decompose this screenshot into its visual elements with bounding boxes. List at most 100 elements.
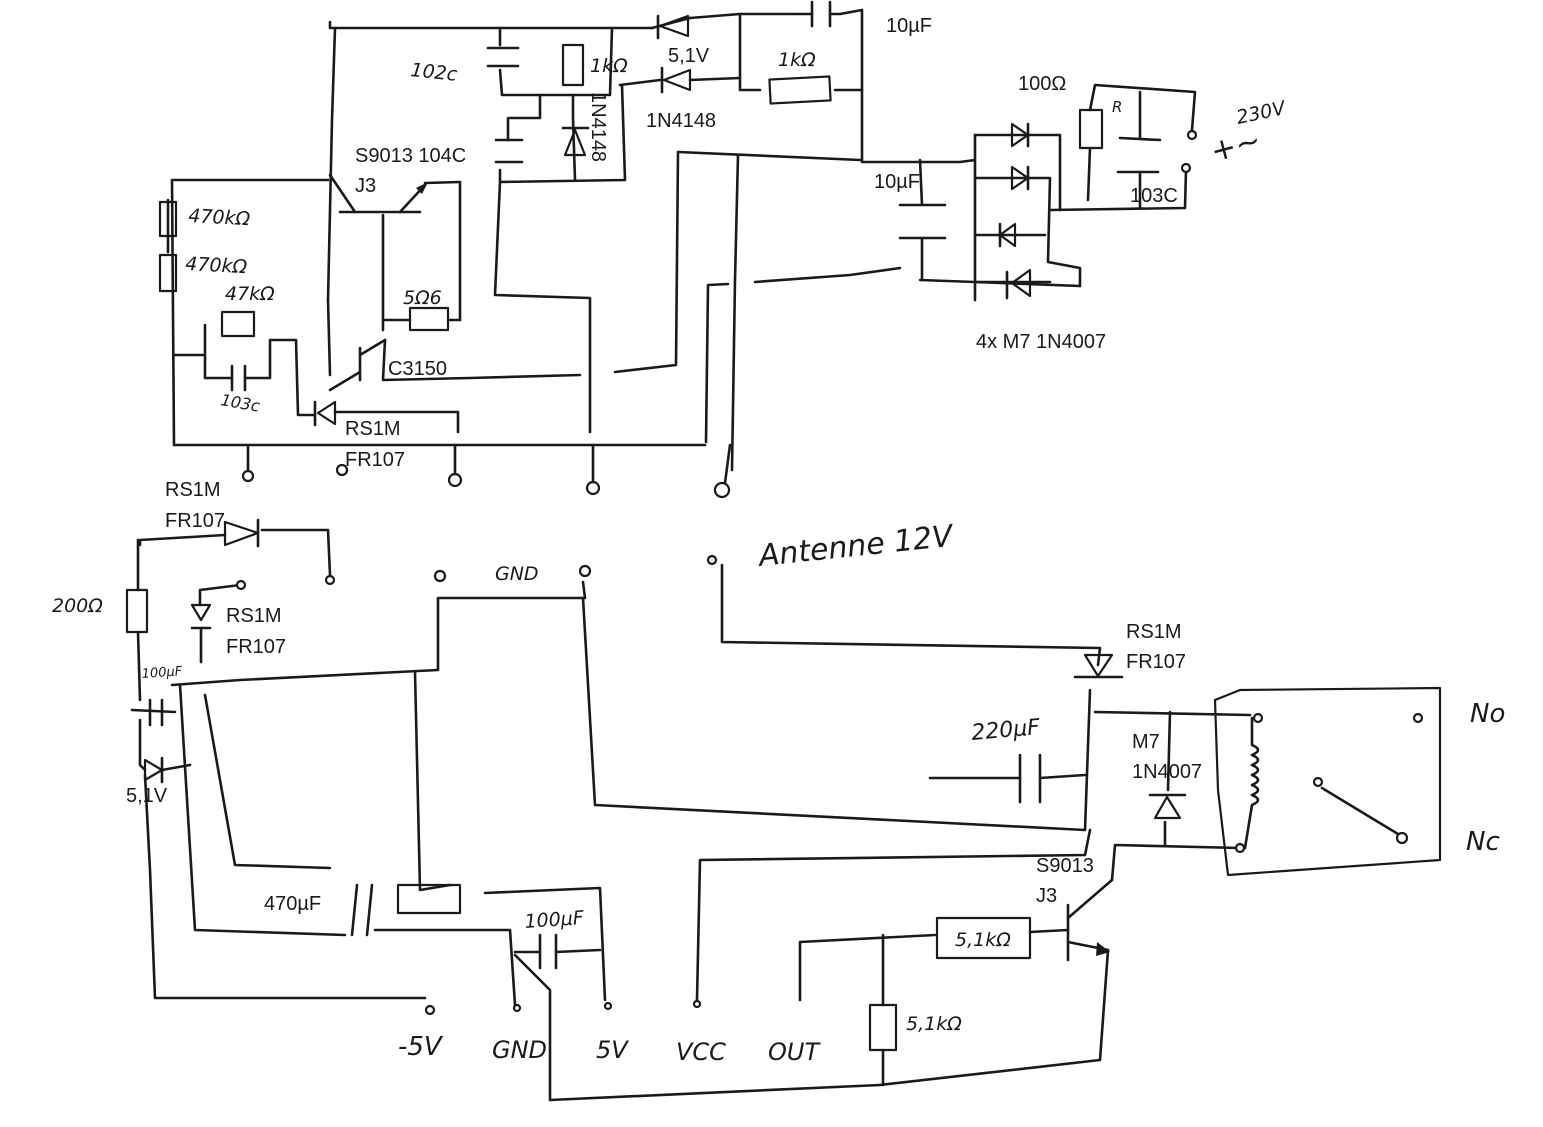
label-r-200: 200Ω <box>52 595 103 617</box>
pin-label-minus-5v: -5V <box>398 1032 444 1062</box>
wire-top-to-10uf <box>688 12 802 20</box>
label-c-103c-left: 103c <box>219 390 261 416</box>
wire-top-rail <box>328 20 654 30</box>
bridge-rectifier-1n4007 <box>973 122 1082 302</box>
wire-top-feed <box>170 580 587 687</box>
label-d-rs1m-d-2: FR107 <box>1126 651 1186 673</box>
label-c-100uf-left: 100µF <box>141 664 183 682</box>
transistor-s9013-q1 <box>328 173 462 214</box>
resistor-470k-b <box>158 253 178 293</box>
lower-pin-antenna <box>706 554 718 566</box>
relay-nc-contact <box>1395 831 1409 845</box>
pin-label-gnd: GND <box>492 1036 547 1064</box>
resistor-5k1-b <box>868 1003 898 1052</box>
capacitor-102c <box>486 46 520 68</box>
lower-pin-a <box>324 574 336 586</box>
label-c-220uf: 220µF <box>970 715 1041 746</box>
lower-circuit <box>125 518 1442 1102</box>
upper-circuit <box>158 0 1198 499</box>
resistor-1k-a <box>561 43 585 87</box>
label-d-rs1m-a-2: FR107 <box>345 449 405 471</box>
wire-1k-frame <box>738 12 762 92</box>
label-d-1n4148: 1N4148 <box>646 110 716 132</box>
label-mains-230v: 230V <box>1234 97 1289 129</box>
wire-relay-top <box>1093 710 1252 717</box>
label-r-5k1-a: 5,1kΩ <box>955 929 1011 951</box>
lower-pin-b <box>235 579 247 591</box>
diode-rs1m-a <box>223 518 260 548</box>
label-d-m7-1: M7 <box>1132 731 1160 753</box>
wire-220uf-r <box>1038 773 1087 780</box>
label-q1-type: S9013 104C <box>355 145 466 167</box>
wire-470-right <box>373 928 517 1007</box>
resistor-5k1-a <box>935 916 1032 960</box>
label-q3-type: S9013 <box>1036 855 1094 877</box>
upper-pin-1 <box>241 469 255 483</box>
wire-lower-rail <box>753 266 902 284</box>
capacitor-470uf <box>350 883 374 937</box>
labels: 10µF 102c 1kΩ 5,1V 1kΩ 1N4148 1N4148 100… <box>52 15 1505 1066</box>
wire-left-column-b <box>136 630 142 702</box>
wire-rs1m-right <box>260 528 332 577</box>
capacitor-small-a <box>494 138 524 164</box>
diode-rs1m-c <box>1073 653 1124 679</box>
relay-coil-terminal-top <box>1252 712 1264 724</box>
wire-708 <box>704 282 730 444</box>
wire-10uf-right <box>838 8 977 164</box>
label-d-1n4148-vertical: 1N4148 <box>587 92 609 162</box>
label-z-5v1-left: 5,1V <box>126 785 168 807</box>
upper-pin-3 <box>447 472 463 488</box>
label-r-5r6: 5Ω6 <box>403 287 442 309</box>
wire-738-down <box>730 153 740 472</box>
wire-5k1-right <box>1028 928 1070 934</box>
diode-m7-flyback <box>1148 793 1187 820</box>
wire-c102-lower <box>493 180 592 434</box>
relay-coil <box>1243 716 1260 850</box>
resistor-47k <box>220 310 256 338</box>
wire-678-down <box>613 150 680 374</box>
zener-vertical <box>561 126 590 157</box>
label-antenna: Antenne 12V <box>755 519 957 575</box>
relay-common-contact <box>1312 776 1324 788</box>
relay <box>1213 686 1442 877</box>
wire-zener-col <box>571 93 577 182</box>
wire-1n4148-vert <box>498 83 627 184</box>
label-r-1k-a: 1kΩ <box>590 55 628 77</box>
relay-coil-terminal-bottom <box>1234 842 1246 854</box>
capacitor-103c-left <box>230 364 247 392</box>
label-q1-code: J3 <box>355 175 376 197</box>
label-r-5k1-b: 5,1kΩ <box>906 1013 962 1035</box>
pin-label-vcc: VCC <box>676 1038 726 1066</box>
label-relay-no: No <box>1470 699 1505 729</box>
capacitor-220uf <box>1018 753 1042 804</box>
label-relay-nc: Nc <box>1466 827 1500 857</box>
wire-rc-left <box>203 323 234 380</box>
wire-inner-loop <box>203 693 332 870</box>
wire-left-to-zener <box>138 718 147 772</box>
wire-gnd-bottom <box>513 953 882 1102</box>
pin-gnd-pad <box>512 1003 522 1013</box>
resistor-200 <box>125 588 149 634</box>
label-c-103c-right: 103C <box>1130 185 1178 207</box>
wire-zener-down <box>143 773 427 1000</box>
label-mains-symbol: +~ <box>1207 123 1265 170</box>
label-q2-type: C3150 <box>388 358 447 380</box>
wire-out-bottom <box>878 948 1110 1087</box>
wire-m7-top <box>1166 710 1172 792</box>
lower-pin-c <box>433 569 447 583</box>
capacitor-10uf-mid <box>898 158 947 282</box>
diode-rs1m-upper <box>313 400 337 427</box>
upper-pin-5 <box>713 481 731 499</box>
wire-100uf-top <box>483 886 607 1002</box>
zener-5v1-top <box>650 14 692 40</box>
pin-minus-5v-pad <box>424 1004 436 1016</box>
resistor-100 <box>1078 108 1104 150</box>
label-z-5v1-top: 5,1V <box>668 45 710 67</box>
relay-switch-arm <box>1320 786 1400 836</box>
label-q3-code: J3 <box>1036 885 1057 907</box>
label-d-m7-2: 1N4007 <box>1132 761 1202 783</box>
wire-out-up <box>798 933 937 1002</box>
wire-q2-emitter <box>381 338 582 382</box>
label-c-100uf-bottom: 100µF <box>524 907 586 933</box>
